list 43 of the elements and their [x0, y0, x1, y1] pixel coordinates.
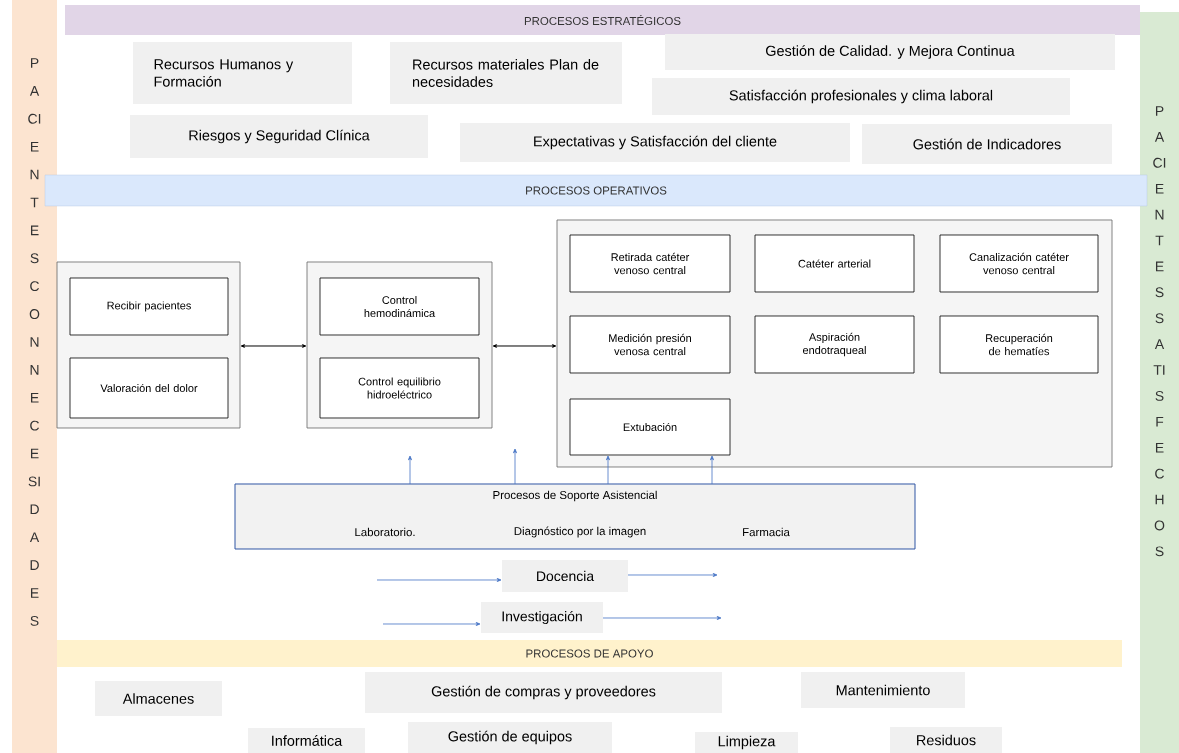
- process-box: Recursos Humanos y Formación: [133, 42, 352, 104]
- process-box: Valoración del dolor: [69, 357, 229, 419]
- process-box: Recibir pacientes: [69, 277, 229, 336]
- process-box: Control equilibrio hidroeléctrico: [319, 357, 480, 419]
- process-box: Expectativas y Satisfacción del cliente: [460, 123, 850, 162]
- process-box: Residuos: [890, 727, 1002, 753]
- process-box: Almacenes: [95, 681, 222, 716]
- side-band: PACIENTES SATISFECHOS: [1140, 12, 1179, 753]
- process-box: Retirada catéter venoso central: [569, 234, 731, 293]
- process-box: Docencia: [502, 560, 628, 592]
- process-box: Control hemodinámica: [319, 277, 480, 336]
- process-box: Gestión de Calidad. y Mejora Continua: [665, 34, 1115, 70]
- section-band: PROCESOS ESTRATÉGICOS: [65, 5, 1140, 35]
- arrow: [513, 448, 517, 485]
- process-box: Informática: [248, 728, 365, 753]
- process-box: Investigación: [481, 602, 603, 633]
- process-box: Gestión de compras y proveedores: [365, 672, 722, 713]
- arrow: [376, 578, 502, 582]
- process-box: Gestión de equipos: [408, 722, 612, 753]
- side-band: PACIENTES CON NECESIDADES: [12, 0, 57, 753]
- process-box: Aspiración endotraqueal: [754, 315, 915, 374]
- arrow: [602, 616, 722, 620]
- arrow: [408, 455, 412, 485]
- process-box: Mantenimiento: [801, 672, 965, 708]
- process-box: Recuperación de hematíes: [939, 315, 1099, 374]
- arrow: [382, 622, 481, 626]
- arrow: [627, 573, 718, 577]
- section-band: PROCESOS OPERATIVOS: [44, 174, 1148, 207]
- process-box: Recursos materiales Plan de necesidades: [390, 42, 622, 104]
- arrow: [492, 344, 557, 348]
- arrow: [710, 455, 714, 485]
- arrow: [240, 344, 307, 348]
- process-box: Catéter arterial: [754, 234, 915, 293]
- process-box: Satisfacción profesionales y clima laboral: [652, 78, 1070, 115]
- process-box: Gestión de Indicadores: [862, 124, 1112, 164]
- process-box: Extubación: [569, 398, 731, 456]
- process-box: Medición presión venosa central: [569, 315, 731, 374]
- process-box: Riesgos y Seguridad Clínica: [130, 115, 428, 158]
- support-box: Procesos de Soporte Asistencial Laboratorio. Diagnóstico por la imagen Farmacia: [234, 483, 916, 550]
- arrow: [606, 455, 610, 485]
- section-band: PROCESOS DE APOYO: [57, 640, 1122, 667]
- process-box: Canalización catéter venoso central: [939, 234, 1099, 293]
- process-box: Limpieza: [695, 732, 798, 753]
